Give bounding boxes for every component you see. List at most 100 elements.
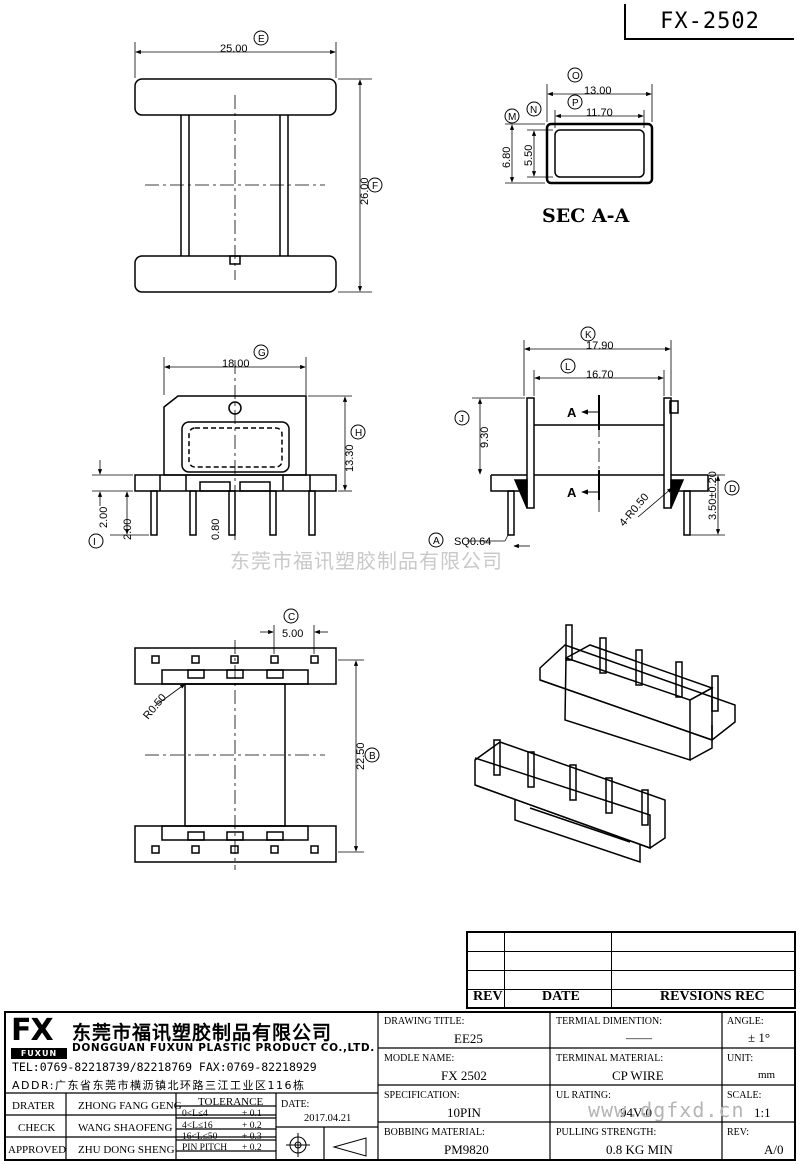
top-height-dim: 26.00: [359, 177, 371, 205]
approved-label: APPROVED: [8, 1144, 67, 1156]
company-name-en: DONGGUAN FUXUN PLASTIC PRODUCT CO.,LTD.: [72, 1042, 375, 1054]
revision-table: REV DATE REVSIONS REC: [466, 931, 796, 1009]
front-pin-width: 0.80: [210, 519, 222, 540]
ref-l: L: [565, 362, 571, 373]
company-name-cn: 东莞市福讯塑胶制品有限公司: [72, 1022, 333, 1044]
front-pin-square: SQ0.64: [454, 536, 491, 548]
ref-p: P: [572, 98, 579, 109]
rev: A/0: [764, 1142, 784, 1157]
rev-label: REV:: [727, 1127, 750, 1138]
unit-label: UNIT:: [727, 1053, 754, 1064]
front-height-dim: 13.30: [344, 444, 356, 472]
side-overall-width: 17.90: [586, 340, 614, 352]
bottom-pitch: 5.00: [282, 628, 303, 640]
sec-inner-height: 5.50: [523, 145, 535, 166]
approved-name: ZHU DONG SHENG: [78, 1144, 175, 1156]
drawing-title: EE25: [454, 1031, 483, 1046]
revisions-col-header: REVSIONS REC: [660, 989, 765, 1004]
isometric-view: [474, 624, 736, 864]
ref-i: I: [93, 537, 96, 548]
bottom-length: 22.50: [355, 742, 367, 770]
sec-inner-width: 11.70: [586, 107, 613, 119]
title-block: FX FUXUN 东莞市福讯塑胶制品有限公司 DONGGUAN FUXUN PL…: [4, 1011, 796, 1161]
tol-value-4: + 0.2: [242, 1143, 262, 1153]
front-pin-offset: 2.00: [98, 507, 110, 528]
bottom-view: [134, 608, 380, 870]
title-block-grid: [4, 1011, 796, 1161]
ref-h: H: [355, 428, 362, 439]
specification: 10PIN: [447, 1105, 481, 1120]
tolerance-title: TOLERANCE: [198, 1096, 264, 1108]
ul-rating-label: UL RATING:: [556, 1090, 611, 1101]
side-pin-height: 3.50±0.20: [707, 471, 719, 520]
ref-m: M: [508, 112, 516, 123]
section-marker-bottom: A: [567, 485, 577, 500]
terminal-dimension: ——: [626, 1030, 652, 1045]
side-inner-width: 16.70: [586, 369, 614, 381]
ref-g: G: [258, 348, 266, 359]
top-width-dim: 25.00: [220, 43, 248, 55]
revision-header: REV DATE REVSIONS REC: [468, 987, 794, 1007]
terminal-material-label: TERMINAL MATERIAL:: [556, 1053, 664, 1064]
side-height-dim: 9.30: [479, 427, 491, 448]
watermark-company: 东莞市福讯塑胶制品有限公司: [230, 549, 503, 573]
company-logo: FX FUXUN: [11, 1013, 67, 1059]
date-col-header: DATE: [542, 989, 580, 1004]
ref-k: K: [585, 330, 592, 341]
sec-outer-width: 13.00: [584, 85, 612, 97]
bobbin-material: PM9820: [444, 1142, 489, 1157]
ref-n: N: [530, 105, 537, 116]
section-label: SEC A-A: [542, 205, 630, 227]
pulling-strength-label: PULLING STRENGTH:: [556, 1127, 657, 1138]
pulling-strength: 0.8 KG MIN: [606, 1142, 673, 1157]
unit: mm: [758, 1069, 776, 1081]
tol-value-3: + 0.3: [242, 1132, 262, 1142]
scale-label: SCALE:: [727, 1090, 762, 1101]
sec-outer-height: 6.80: [501, 147, 513, 168]
date-value: 2017.04.21: [304, 1113, 352, 1124]
side-view: [428, 326, 740, 549]
drater-label: DRATER: [12, 1100, 55, 1112]
ref-f: F: [372, 181, 378, 192]
tol-range-4: PIN PITCH: [182, 1143, 228, 1153]
scale: 1:1: [754, 1105, 771, 1120]
projection-symbol: [286, 1133, 367, 1157]
model-name-label: MODLE NAME:: [384, 1053, 455, 1064]
front-pin-length: 2.00: [122, 519, 134, 540]
tol-range-2: 4<L≤16: [182, 1121, 213, 1131]
check-label: CHECK: [18, 1122, 56, 1134]
part-number: FX-2502: [624, 4, 794, 40]
drawing-title-label: DRAWING TITLE:: [384, 1016, 465, 1027]
ref-a: A: [433, 536, 440, 547]
specification-label: SPECIFICATION:: [384, 1090, 460, 1101]
contact-address: ADDR:广东省东莞市横沥镇北环路三江工业区116栋: [12, 1079, 306, 1092]
ul-rating: 94V-0: [620, 1105, 653, 1120]
ref-e: E: [258, 34, 265, 45]
drater-name: ZHONG FANG GENG: [78, 1100, 182, 1112]
ref-d: D: [729, 484, 736, 495]
front-width-dim: 18.00: [222, 358, 250, 370]
logo-fuxun: FUXUN: [11, 1048, 67, 1059]
watermark-url: www.dgfxd.cn: [588, 1098, 745, 1122]
model-name: FX 2502: [441, 1068, 487, 1083]
section-view: [504, 67, 654, 185]
tol-range-1: 0<L≤4: [182, 1109, 208, 1119]
ref-o: O: [572, 71, 580, 82]
tol-value-2: + 0.2: [242, 1121, 262, 1131]
terminal-material: CP WIRE: [612, 1068, 664, 1083]
ref-c: C: [288, 612, 295, 623]
logo-fx: FX: [11, 1013, 54, 1048]
ref-b: B: [369, 751, 376, 762]
bobbin-material-label: BOBBING MATERIAL:: [384, 1127, 485, 1138]
terminal-dimension-label: TERMIAL DIMENTION:: [556, 1016, 663, 1027]
front-view: [88, 344, 366, 549]
tol-range-3: 16<L≤50: [182, 1132, 218, 1142]
ref-j: J: [459, 414, 464, 425]
technical-drawing: 25.00 E 26.00 F 13.00 O 11.70 P 6.80 M 5…: [88, 30, 740, 870]
rev-col-header: REV: [473, 989, 503, 1004]
date-label: DATE:: [281, 1099, 310, 1110]
bottom-radius: R0.50: [141, 692, 169, 722]
top-view: [134, 30, 383, 293]
angle-label: ANGLE:: [727, 1016, 764, 1027]
